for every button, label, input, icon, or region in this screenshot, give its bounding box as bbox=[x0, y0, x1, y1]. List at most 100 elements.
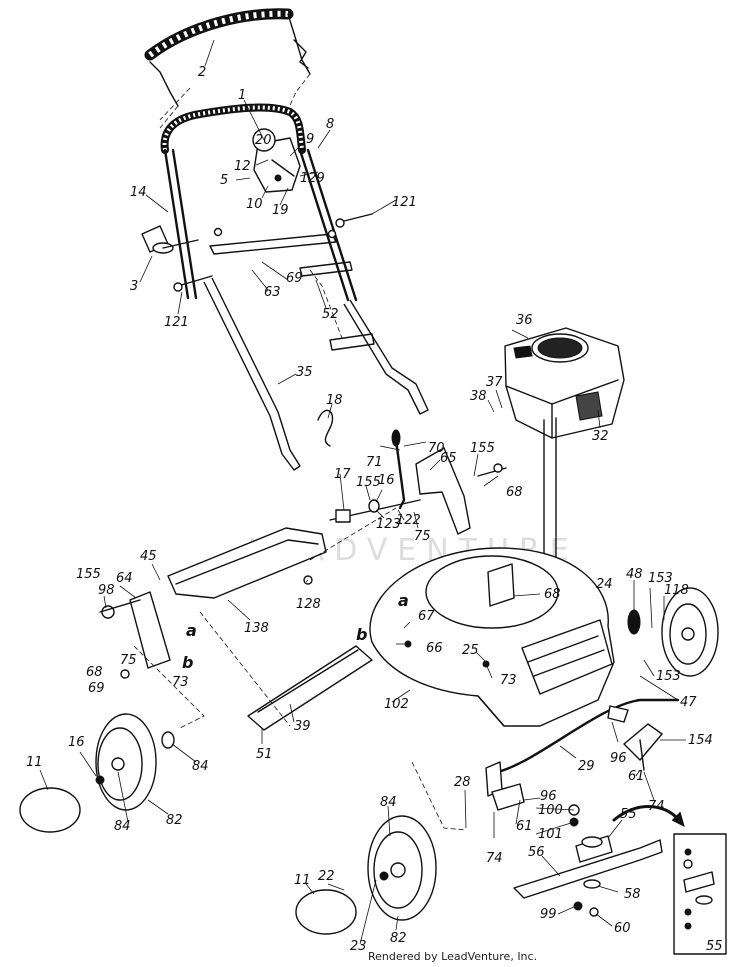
part-label-22: 22 bbox=[318, 869, 335, 884]
part-label-52: 52 bbox=[322, 307, 339, 322]
height-lever-drawing bbox=[391, 429, 471, 535]
part-label-11-front: 11 bbox=[294, 873, 311, 888]
left-rear-wheel-drawing bbox=[95, 713, 175, 811]
part-label-48: 48 bbox=[626, 567, 643, 582]
part-label-65: 65 bbox=[440, 451, 457, 466]
part-label-64: 64 bbox=[116, 571, 133, 586]
deck-drawing bbox=[369, 547, 615, 727]
rear-baffle-drawing bbox=[247, 645, 373, 731]
part-label-68-upper: 68 bbox=[506, 485, 523, 500]
leader-lines bbox=[39, 39, 686, 945]
part-label-96-right: 96 bbox=[610, 751, 627, 766]
part-label-99: 99 bbox=[540, 907, 557, 922]
part-label-69-left: 69 bbox=[88, 681, 105, 696]
hair-pin-drawing bbox=[317, 409, 334, 447]
front-hub-cap-drawing bbox=[295, 889, 357, 935]
part-labels: 2 1 8 20 9 12 5 129 10 19 14 121 3 69 63… bbox=[26, 65, 723, 954]
upper-handle-drawing bbox=[160, 103, 358, 302]
ref-letter-a-bracket: a bbox=[186, 621, 197, 640]
part-label-154: 154 bbox=[688, 733, 713, 748]
part-label-63: 63 bbox=[264, 285, 281, 300]
credit-text: Rendered by LeadVenture, Inc. bbox=[368, 950, 537, 963]
front-wheel-drawing bbox=[367, 815, 437, 921]
part-label-39: 39 bbox=[294, 719, 311, 734]
front-bracket-drawing bbox=[485, 705, 663, 811]
arrow-to-inset bbox=[612, 805, 685, 827]
part-label-36: 36 bbox=[516, 313, 533, 328]
part-label-73-deck: 73 bbox=[500, 673, 517, 688]
part-label-12: 12 bbox=[234, 159, 251, 174]
rear-axle-cover-drawing bbox=[167, 527, 327, 599]
part-label-70: 70 bbox=[428, 441, 445, 456]
engine-drawing bbox=[504, 327, 625, 561]
part-label-8: 8 bbox=[326, 117, 334, 132]
part-label-14: 14 bbox=[130, 185, 147, 200]
part-label-55: 55 bbox=[620, 807, 637, 822]
part-label-45: 45 bbox=[140, 549, 157, 564]
part-label-9: 9 bbox=[306, 132, 314, 147]
part-label-3: 3 bbox=[130, 279, 138, 294]
part-label-51: 51 bbox=[256, 747, 273, 762]
part-label-96-center: 96 bbox=[540, 789, 557, 804]
part-label-37: 37 bbox=[486, 375, 503, 390]
part-label-122: 122 bbox=[396, 513, 421, 528]
part-label-60: 60 bbox=[614, 921, 631, 936]
blade-drawing bbox=[513, 839, 663, 917]
part-label-128: 128 bbox=[296, 597, 321, 612]
part-label-74-right: 74 bbox=[648, 799, 665, 814]
part-label-121-upper: 121 bbox=[392, 195, 417, 210]
part-label-35: 35 bbox=[296, 365, 313, 380]
part-label-68-deck: 68 bbox=[544, 587, 561, 602]
part-label-138: 138 bbox=[244, 621, 269, 636]
part-label-69: 69 bbox=[286, 271, 303, 286]
part-label-118: 118 bbox=[664, 583, 689, 598]
part-label-155-upper: 155 bbox=[470, 441, 495, 456]
part-label-61-center: 61 bbox=[516, 819, 533, 834]
part-label-32: 32 bbox=[592, 429, 609, 444]
dashed-guides bbox=[133, 507, 467, 831]
part-label-5: 5 bbox=[220, 173, 228, 188]
part-label-2: 2 bbox=[198, 65, 206, 80]
part-label-1: 1 bbox=[238, 88, 246, 103]
part-label-68-left: 68 bbox=[86, 665, 103, 680]
axle-hardware-drawing bbox=[329, 463, 507, 523]
part-label-71: 71 bbox=[366, 455, 383, 470]
handle-grip-drawing bbox=[144, 8, 311, 107]
blade-adapter-drawing bbox=[568, 804, 613, 863]
part-label-73-left: 73 bbox=[172, 675, 189, 690]
part-label-82-left: 82 bbox=[166, 813, 183, 828]
part-label-11-left: 11 bbox=[26, 755, 43, 770]
part-label-155-left: 155 bbox=[76, 567, 101, 582]
wheel-bracket-drawing bbox=[99, 591, 171, 679]
part-label-58: 58 bbox=[624, 887, 641, 902]
part-label-84-left-lower: 84 bbox=[114, 819, 131, 834]
lower-handle-drawing bbox=[203, 261, 429, 471]
part-label-155-center: 155 bbox=[356, 475, 381, 490]
ref-letter-a-deck: a bbox=[398, 591, 409, 610]
wing-knob-drawing bbox=[141, 225, 199, 254]
right-rear-wheel-drawing bbox=[627, 587, 719, 677]
part-label-129: 129 bbox=[300, 171, 325, 186]
part-label-153-lower: 153 bbox=[656, 669, 681, 684]
part-label-75-center: 75 bbox=[414, 529, 431, 544]
part-label-100: 100 bbox=[538, 803, 563, 818]
part-label-66: 66 bbox=[426, 641, 443, 656]
part-label-74-center: 74 bbox=[486, 851, 503, 866]
part-label-24: 24 bbox=[596, 577, 613, 592]
part-label-56: 56 bbox=[528, 845, 545, 860]
part-label-102: 102 bbox=[384, 697, 409, 712]
left-hub-cap-drawing bbox=[19, 787, 81, 833]
part-label-10: 10 bbox=[246, 197, 263, 212]
part-label-19: 19 bbox=[272, 203, 289, 218]
part-label-101: 101 bbox=[538, 827, 563, 842]
part-label-67: 67 bbox=[418, 609, 435, 624]
part-label-75-left: 75 bbox=[120, 653, 137, 668]
part-label-38: 38 bbox=[470, 389, 487, 404]
part-label-153-upper: 153 bbox=[648, 571, 673, 586]
part-label-98: 98 bbox=[98, 583, 115, 598]
part-label-17: 17 bbox=[334, 467, 351, 482]
part-label-23: 23 bbox=[350, 939, 367, 954]
part-label-25: 25 bbox=[462, 643, 479, 658]
part-label-20: 20 bbox=[255, 133, 272, 148]
